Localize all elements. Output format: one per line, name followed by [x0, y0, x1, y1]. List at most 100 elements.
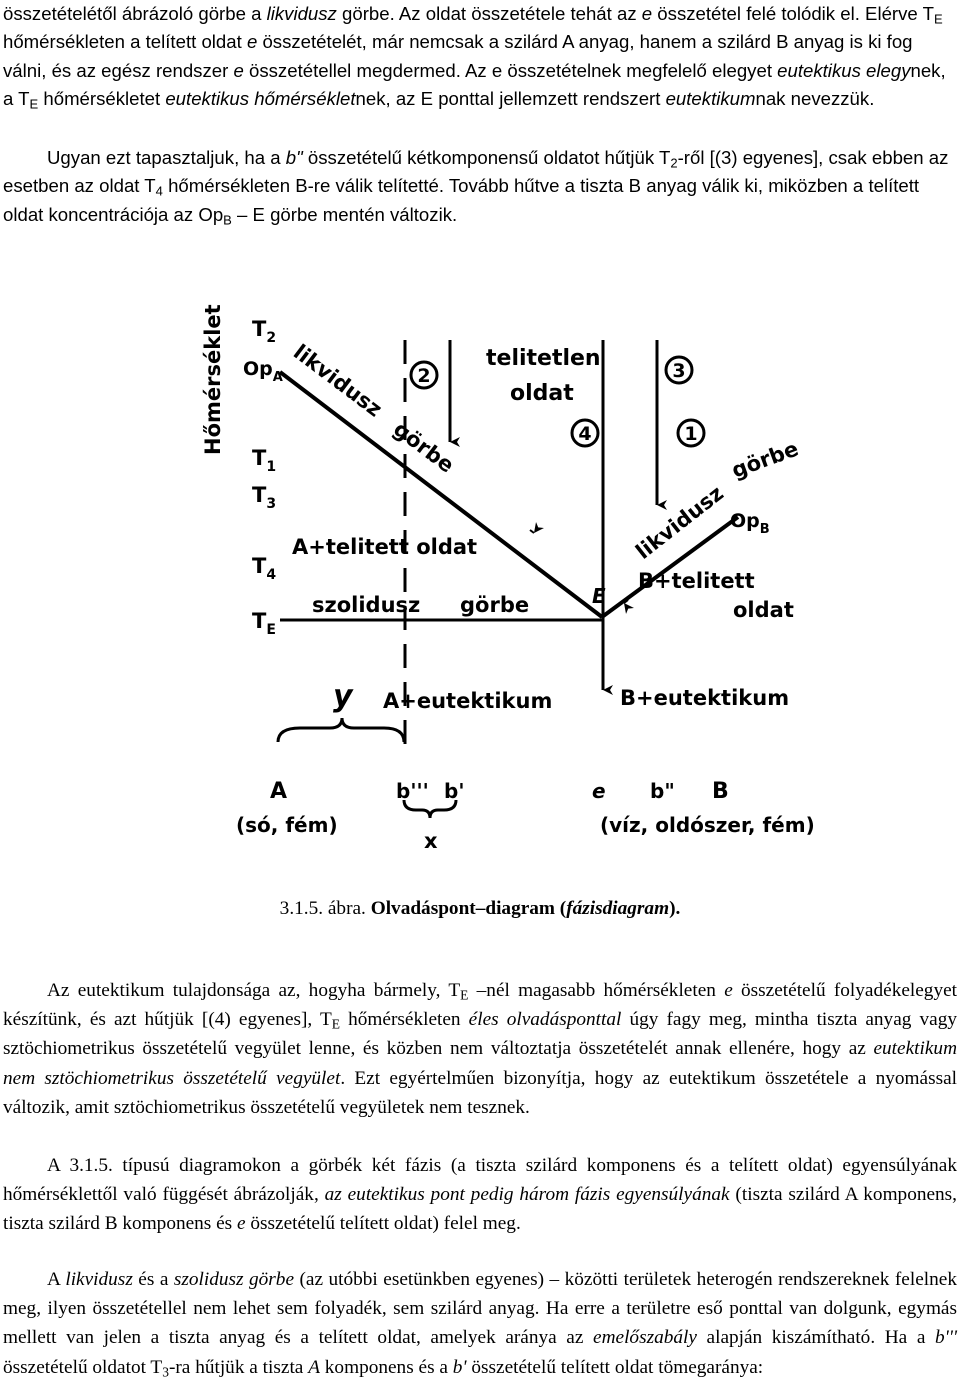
curve-left-label: görbe	[389, 417, 459, 478]
subscript: E	[331, 1016, 341, 1032]
region-unsaturated-2: oldat	[510, 381, 574, 406]
figure-caption: 3.1.5. ábra. Olvadáspont–diagram (fázisd…	[0, 898, 960, 920]
region-b-saturated-1: B+telitett	[638, 569, 755, 593]
term-italic: éles olvadásponttal	[468, 1009, 622, 1031]
solidus-label-2: görbe	[460, 593, 529, 617]
text: – E görbe mentén változik.	[231, 203, 458, 225]
subscript: B	[223, 212, 232, 228]
text-italic: A	[308, 1356, 320, 1378]
text: összetételű oldatot T	[3, 1356, 163, 1378]
x-label-e: e	[592, 779, 606, 803]
label-opb: OpB	[730, 510, 770, 537]
region-b-saturated-2: oldat	[733, 598, 794, 622]
text: összetételű folyadékelegyet készítünk, é…	[3, 980, 957, 1031]
brace-x	[402, 799, 458, 819]
text: összetételét, már nemcsak a szilárd A an…	[3, 31, 913, 81]
label-te: TE	[252, 609, 276, 638]
text-italic: b"	[285, 147, 303, 168]
text: összetétellel megdermed. Az e összetétel…	[243, 59, 778, 81]
subscript: 3	[162, 1363, 169, 1379]
curve-right-label: görbe	[729, 437, 802, 483]
text: hőmérsékletet	[38, 88, 166, 110]
solidus-label-1: szolidusz	[312, 593, 420, 617]
text: alapján kiszámítható. Ha a	[696, 1327, 935, 1349]
text: és a	[132, 1269, 174, 1290]
text-italic: e	[237, 1213, 246, 1235]
region-unsaturated-1: telitetlen	[486, 346, 601, 371]
caption-title: Olvadáspont–diagram (	[370, 898, 567, 919]
curve-arrow-left	[529, 522, 544, 534]
term-italic: az eutektikus pont pedig három fázis egy…	[324, 1184, 730, 1206]
text: -ra hűtjük a tiszta	[168, 1356, 309, 1378]
text: görbe. Az oldat összetétele tehát az	[336, 3, 642, 24]
text: (tiszta szilárd A komponens, tiszta szil…	[3, 1184, 958, 1235]
term-italic: eutektikum	[665, 88, 756, 110]
text: –nél magasabb hőmérsékleten	[468, 980, 725, 1001]
phase-diagram: Hőmérséklet T2 OpA T1 T3 T4 TE likvidusz…	[201, 304, 815, 853]
brace-x-label: x	[424, 829, 438, 853]
liquidus-right-label: likvidusz	[631, 481, 728, 564]
text: hőmérsékleten a telített oldat	[3, 31, 247, 53]
label-t2: T2	[252, 317, 276, 346]
subscript: 4	[155, 183, 163, 199]
text: úgy fagy meg, mintha tiszta anyag vagy s…	[3, 1009, 957, 1060]
text: . Ezt egyértelműen bizonyítja, hogy az e…	[3, 1067, 958, 1118]
temperature-axis-label: Hőmérséklet	[201, 304, 225, 455]
circle-3-label: 3	[672, 360, 685, 382]
caption-title-end: ).	[669, 898, 681, 919]
text: (az utóbbi esetünkben egyenes) – közötti…	[3, 1269, 957, 1349]
circle-1	[676, 418, 706, 448]
text: komponens és a	[319, 1356, 453, 1378]
liquidus-line-a	[278, 370, 604, 619]
term-italic: szolidusz görbe	[173, 1269, 295, 1290]
x-label-b3: b'''	[396, 779, 429, 803]
text: nak nevezzük.	[755, 88, 875, 110]
circle-4-label: 4	[578, 423, 591, 445]
caption-number: 3.1.5. ábra.	[279, 898, 371, 919]
text-italic: b'	[452, 1356, 467, 1378]
term-italic: eutektikus elegy	[777, 59, 911, 81]
term-italic: emelőszabály	[593, 1327, 697, 1349]
text-italic: e	[246, 31, 258, 53]
liquidus-left-label: likvidusz	[289, 340, 386, 422]
label-a-description: (só, fém)	[236, 813, 338, 837]
text: -ről [(3) egyenes], csak ebben az esetbe…	[3, 147, 949, 197]
text-italic: likvidusz	[266, 3, 337, 24]
brace-y	[276, 717, 406, 743]
paragraph-5: A likvidusz és a szolidusz görbe (az utó…	[3, 1265, 957, 1382]
subscript: E	[933, 11, 943, 27]
caption-title-italic: fázisdiagram	[566, 898, 670, 919]
curve-arrow-right	[623, 599, 634, 614]
text: összetétel felé tolódik el. Elérve T	[652, 3, 934, 24]
x-label-b: B	[712, 779, 729, 804]
brace-y-label: y	[333, 679, 354, 714]
text-italic: e	[641, 3, 653, 24]
subscript: 2	[670, 155, 678, 171]
text: hőmérsékleten	[340, 1009, 469, 1031]
circle-2-label: 2	[417, 365, 430, 387]
label-b-description: (víz, oldószer, fém)	[600, 813, 815, 837]
term-italic: eutektikus hőmérséklet	[165, 88, 356, 110]
paragraph-1: összetételétől ábrázoló görbe a likvidus…	[3, 0, 957, 114]
x-label-a: A	[270, 779, 287, 804]
label-t3: T3	[252, 483, 276, 512]
text: összetételű kétkomponensű oldatot hűtjük…	[302, 147, 671, 168]
text: nek, a T	[3, 59, 946, 110]
paragraph-2: Ugyan ezt tapasztaljuk, ha a b" összetét…	[3, 144, 957, 229]
text: összetételétől ábrázoló görbe a	[3, 3, 267, 24]
circle-2	[409, 360, 439, 390]
subscript: E	[460, 987, 469, 1003]
region-a-eutectic: A+eutektikum	[383, 689, 552, 713]
label-t1: T1	[252, 446, 276, 475]
text: összetételű telített oldat tömegaránya:	[466, 1356, 764, 1378]
circle-3	[664, 355, 694, 385]
circle-4	[570, 418, 600, 448]
x-label-b2: b"	[650, 779, 675, 803]
eutectic-point-label: E	[592, 584, 606, 608]
x-label-b1: b'	[444, 779, 464, 803]
text: Az eutektikum tulajdonsága az, hogyha bá…	[47, 980, 461, 1001]
circle-1-label: 1	[684, 423, 697, 445]
text: A 3.1.5. típusú diagramokon a görbék két…	[3, 1155, 957, 1206]
text-italic: b'''	[935, 1327, 958, 1349]
